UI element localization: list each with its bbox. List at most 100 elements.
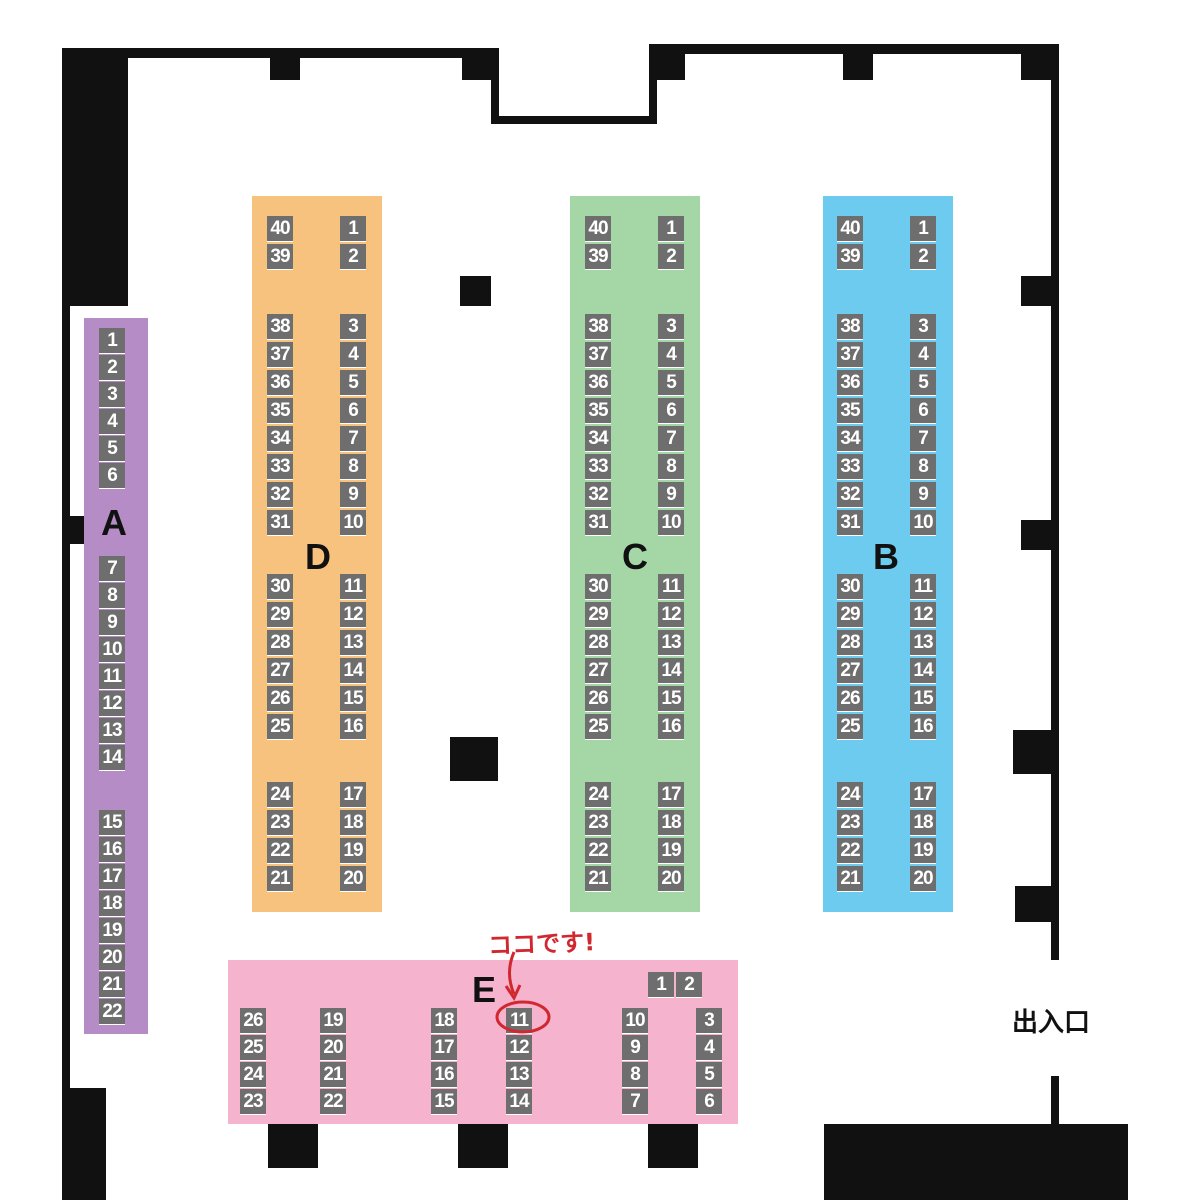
booth-d-38[interactable]: 38 <box>267 314 293 340</box>
booth-e-23[interactable]: 23 <box>240 1089 266 1115</box>
booth-e-20[interactable]: 20 <box>320 1035 346 1061</box>
booth-e-19[interactable]: 19 <box>320 1008 346 1034</box>
booth-c-36[interactable]: 36 <box>585 370 611 396</box>
booth-d-5[interactable]: 5 <box>340 370 366 396</box>
booth-a-1[interactable]: 1 <box>99 328 125 354</box>
booth-a-19[interactable]: 19 <box>99 918 125 944</box>
booth-c-13[interactable]: 13 <box>658 630 684 656</box>
booth-b-3[interactable]: 3 <box>910 314 936 340</box>
booth-b-19[interactable]: 19 <box>910 838 936 864</box>
booth-e-2[interactable]: 2 <box>676 972 702 998</box>
booth-e-17[interactable]: 17 <box>431 1035 457 1061</box>
booth-d-1[interactable]: 1 <box>340 216 366 242</box>
booth-c-40[interactable]: 40 <box>585 216 611 242</box>
booth-d-7[interactable]: 7 <box>340 426 366 452</box>
booth-c-30[interactable]: 30 <box>585 574 611 600</box>
booth-b-16[interactable]: 16 <box>910 714 936 740</box>
booth-d-20[interactable]: 20 <box>340 866 366 892</box>
booth-c-11[interactable]: 11 <box>658 574 684 600</box>
booth-b-28[interactable]: 28 <box>837 630 863 656</box>
booth-c-4[interactable]: 4 <box>658 342 684 368</box>
booth-d-30[interactable]: 30 <box>267 574 293 600</box>
booth-b-34[interactable]: 34 <box>837 426 863 452</box>
booth-b-31[interactable]: 31 <box>837 510 863 536</box>
booth-d-12[interactable]: 12 <box>340 602 366 628</box>
booth-b-29[interactable]: 29 <box>837 602 863 628</box>
booth-d-16[interactable]: 16 <box>340 714 366 740</box>
booth-d-19[interactable]: 19 <box>340 838 366 864</box>
booth-b-7[interactable]: 7 <box>910 426 936 452</box>
booth-b-2[interactable]: 2 <box>910 244 936 270</box>
booth-c-15[interactable]: 15 <box>658 686 684 712</box>
booth-d-34[interactable]: 34 <box>267 426 293 452</box>
booth-c-12[interactable]: 12 <box>658 602 684 628</box>
booth-e-13[interactable]: 13 <box>506 1062 532 1088</box>
booth-c-19[interactable]: 19 <box>658 838 684 864</box>
booth-d-15[interactable]: 15 <box>340 686 366 712</box>
booth-d-26[interactable]: 26 <box>267 686 293 712</box>
booth-b-21[interactable]: 21 <box>837 866 863 892</box>
booth-e-22[interactable]: 22 <box>320 1089 346 1115</box>
booth-c-33[interactable]: 33 <box>585 454 611 480</box>
booth-c-38[interactable]: 38 <box>585 314 611 340</box>
booth-a-14[interactable]: 14 <box>99 745 125 771</box>
booth-d-25[interactable]: 25 <box>267 714 293 740</box>
booth-d-27[interactable]: 27 <box>267 658 293 684</box>
booth-b-10[interactable]: 10 <box>910 510 936 536</box>
booth-d-23[interactable]: 23 <box>267 810 293 836</box>
booth-e-12[interactable]: 12 <box>506 1035 532 1061</box>
booth-c-1[interactable]: 1 <box>658 216 684 242</box>
booth-b-37[interactable]: 37 <box>837 342 863 368</box>
booth-d-28[interactable]: 28 <box>267 630 293 656</box>
booth-d-14[interactable]: 14 <box>340 658 366 684</box>
booth-d-31[interactable]: 31 <box>267 510 293 536</box>
booth-b-27[interactable]: 27 <box>837 658 863 684</box>
booth-c-32[interactable]: 32 <box>585 482 611 508</box>
booth-e-15[interactable]: 15 <box>431 1089 457 1115</box>
booth-b-38[interactable]: 38 <box>837 314 863 340</box>
booth-a-16[interactable]: 16 <box>99 837 125 863</box>
booth-b-17[interactable]: 17 <box>910 782 936 808</box>
booth-d-32[interactable]: 32 <box>267 482 293 508</box>
booth-a-15[interactable]: 15 <box>99 810 125 836</box>
booth-e-18[interactable]: 18 <box>431 1008 457 1034</box>
booth-a-13[interactable]: 13 <box>99 718 125 744</box>
booth-e-8[interactable]: 8 <box>622 1062 648 1088</box>
booth-e-16[interactable]: 16 <box>431 1062 457 1088</box>
booth-a-10[interactable]: 10 <box>99 637 125 663</box>
booth-b-24[interactable]: 24 <box>837 782 863 808</box>
booth-b-12[interactable]: 12 <box>910 602 936 628</box>
booth-a-4[interactable]: 4 <box>99 409 125 435</box>
booth-b-1[interactable]: 1 <box>910 216 936 242</box>
booth-d-4[interactable]: 4 <box>340 342 366 368</box>
booth-d-17[interactable]: 17 <box>340 782 366 808</box>
booth-b-8[interactable]: 8 <box>910 454 936 480</box>
booth-c-37[interactable]: 37 <box>585 342 611 368</box>
booth-d-35[interactable]: 35 <box>267 398 293 424</box>
booth-d-36[interactable]: 36 <box>267 370 293 396</box>
booth-b-4[interactable]: 4 <box>910 342 936 368</box>
booth-b-35[interactable]: 35 <box>837 398 863 424</box>
booth-a-2[interactable]: 2 <box>99 355 125 381</box>
booth-a-17[interactable]: 17 <box>99 864 125 890</box>
booth-c-31[interactable]: 31 <box>585 510 611 536</box>
booth-e-7[interactable]: 7 <box>622 1089 648 1115</box>
booth-d-13[interactable]: 13 <box>340 630 366 656</box>
booth-a-3[interactable]: 3 <box>99 382 125 408</box>
booth-a-9[interactable]: 9 <box>99 610 125 636</box>
booth-b-11[interactable]: 11 <box>910 574 936 600</box>
booth-c-24[interactable]: 24 <box>585 782 611 808</box>
booth-c-9[interactable]: 9 <box>658 482 684 508</box>
booth-d-39[interactable]: 39 <box>267 244 293 270</box>
booth-a-12[interactable]: 12 <box>99 691 125 717</box>
booth-b-13[interactable]: 13 <box>910 630 936 656</box>
booth-c-21[interactable]: 21 <box>585 866 611 892</box>
booth-c-8[interactable]: 8 <box>658 454 684 480</box>
booth-d-29[interactable]: 29 <box>267 602 293 628</box>
booth-b-15[interactable]: 15 <box>910 686 936 712</box>
booth-d-37[interactable]: 37 <box>267 342 293 368</box>
booth-c-14[interactable]: 14 <box>658 658 684 684</box>
booth-b-6[interactable]: 6 <box>910 398 936 424</box>
booth-b-33[interactable]: 33 <box>837 454 863 480</box>
booth-c-16[interactable]: 16 <box>658 714 684 740</box>
